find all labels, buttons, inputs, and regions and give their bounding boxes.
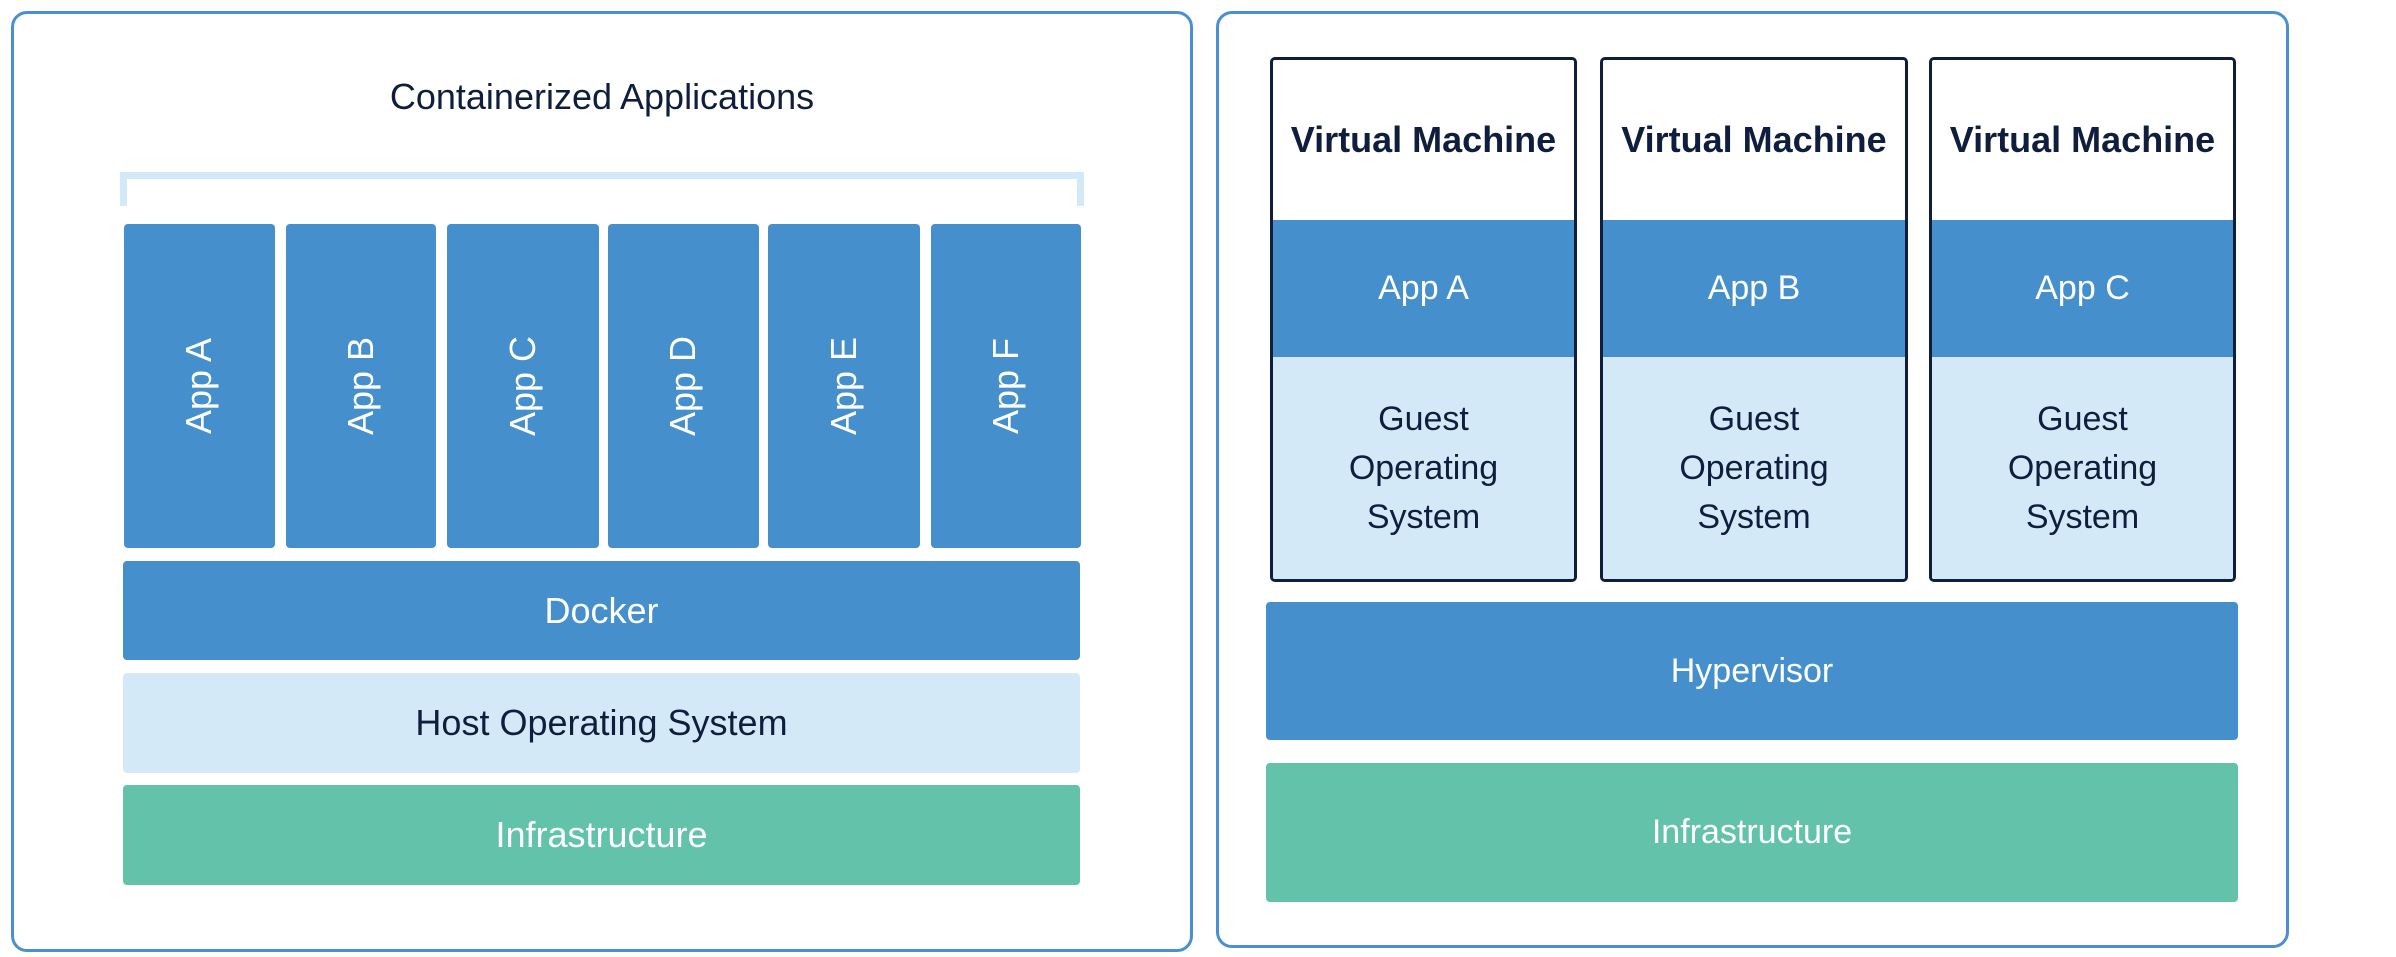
- vm-infrastructure-layer: Infrastructure: [1266, 763, 2238, 902]
- virtual-machine-b: Virtual Machine App B Guest Operating Sy…: [1600, 57, 1908, 582]
- hypervisor-layer: Hypervisor: [1266, 602, 2238, 740]
- container-app-e: App E: [768, 224, 920, 548]
- guest-os: Guest Operating System: [1932, 357, 2233, 579]
- vm-app: App C: [1932, 220, 2233, 357]
- containers-title: Containerized Applications: [389, 76, 815, 117]
- virtual-machine-a: Virtual Machine App A Guest Operating Sy…: [1270, 57, 1577, 582]
- app-label: App B: [339, 336, 381, 436]
- container-infrastructure-layer: Infrastructure: [123, 785, 1080, 885]
- guest-os: Guest Operating System: [1603, 357, 1905, 579]
- vm-title: Virtual Machine: [1621, 119, 1887, 160]
- app-label: App E: [822, 336, 864, 436]
- host-os-layer: Host Operating System: [123, 673, 1080, 773]
- app-label: App F: [984, 337, 1026, 435]
- virtual-machine-c: Virtual Machine App C Guest Operating Sy…: [1929, 57, 2236, 582]
- vm-title: Virtual Machine: [1290, 119, 1557, 160]
- vm-app: App B: [1603, 220, 1905, 357]
- container-app-b: App B: [286, 224, 436, 548]
- app-label: App A: [178, 337, 220, 435]
- docker-layer: Docker: [123, 561, 1080, 660]
- container-app-c: App C: [447, 224, 599, 548]
- vm-app: App A: [1273, 220, 1574, 357]
- container-app-f: App F: [931, 224, 1081, 548]
- apps-bracket: [120, 172, 1084, 206]
- container-app-d: App D: [608, 224, 759, 548]
- app-label: App C: [502, 335, 543, 437]
- container-app-a: App A: [124, 224, 275, 548]
- app-label: App D: [662, 335, 704, 437]
- vm-title: Virtual Machine: [1949, 119, 2216, 160]
- guest-os: Guest Operating System: [1273, 357, 1574, 579]
